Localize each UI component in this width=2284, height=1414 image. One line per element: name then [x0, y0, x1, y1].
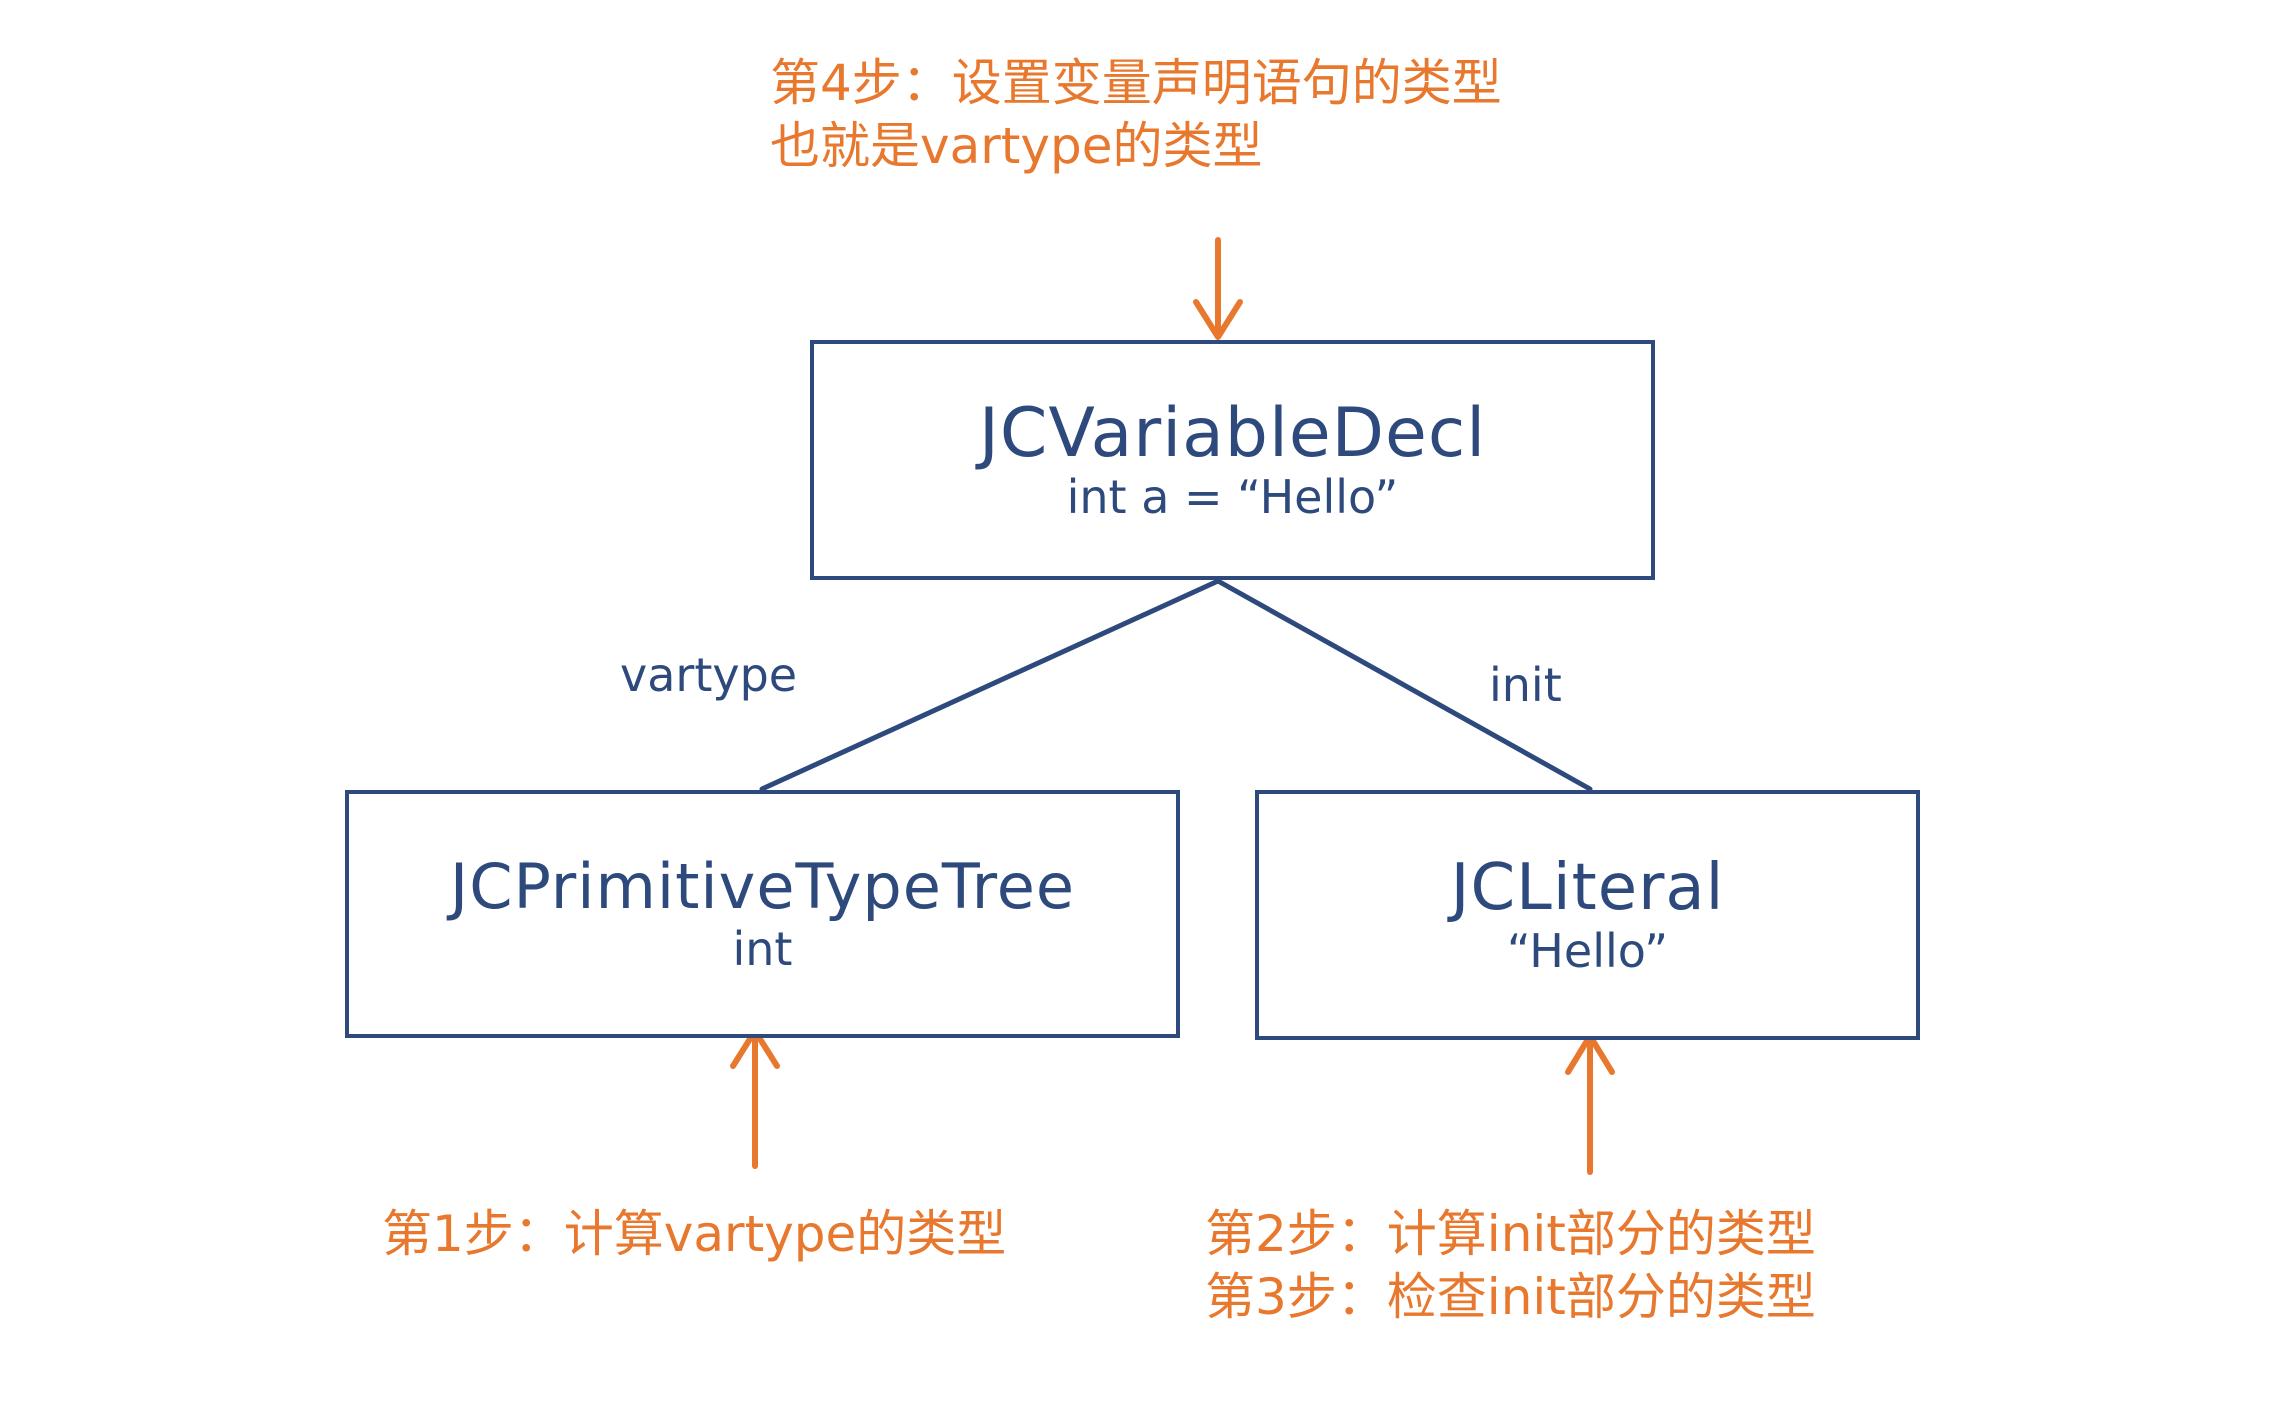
- annotation-arrow-step4: [1193, 237, 1243, 340]
- annotation-step1-line-1: 第1步：计算vartype的类型: [382, 1205, 1007, 1263]
- edge-label-init: init: [1489, 658, 1562, 712]
- edge-line-vartype: [759, 578, 1221, 792]
- node-jcprimitivetypetree[interactable]: JCPrimitiveTypeTree int: [345, 790, 1180, 1038]
- annotation-step4: 第4步：设置变量声明语句的类型 也就是vartype的类型: [770, 52, 1502, 178]
- node-jcliteral[interactable]: JCLiteral “Hello”: [1255, 790, 1920, 1040]
- node-jcvariabledecl-subtitle: int a = “Hello”: [1066, 470, 1399, 524]
- annotation-step1: 第1步：计算vartype的类型: [382, 1203, 1006, 1266]
- node-jcvariabledecl-title: JCVariableDecl: [978, 394, 1487, 473]
- edge-line-init: [1215, 578, 1593, 792]
- node-jcliteral-title: JCLiteral: [1450, 851, 1725, 925]
- node-jcprimitivetypetree-subtitle: int: [732, 922, 793, 976]
- annotation-arrow-step1: [730, 1028, 780, 1169]
- node-jcprimitivetypetree-title: JCPrimitiveTypeTree: [449, 850, 1076, 923]
- annotation-step3-line: 第3步：检查init部分的类型: [1205, 1268, 1816, 1326]
- edge-label-vartype: vartype: [620, 648, 798, 702]
- annotation-step2-line: 第2步：计算init部分的类型: [1205, 1205, 1816, 1263]
- annotation-step23: 第2步：计算init部分的类型 第3步：检查init部分的类型: [1205, 1203, 1816, 1329]
- annotation-step4-line-2: 也就是vartype的类型: [770, 117, 1263, 175]
- node-jcliteral-subtitle: “Hello”: [1506, 924, 1669, 978]
- annotation-step4-line-1: 第4步：设置变量声明语句的类型: [770, 54, 1502, 112]
- node-jcvariabledecl[interactable]: JCVariableDecl int a = “Hello”: [810, 340, 1655, 580]
- annotation-arrow-step23: [1565, 1033, 1615, 1175]
